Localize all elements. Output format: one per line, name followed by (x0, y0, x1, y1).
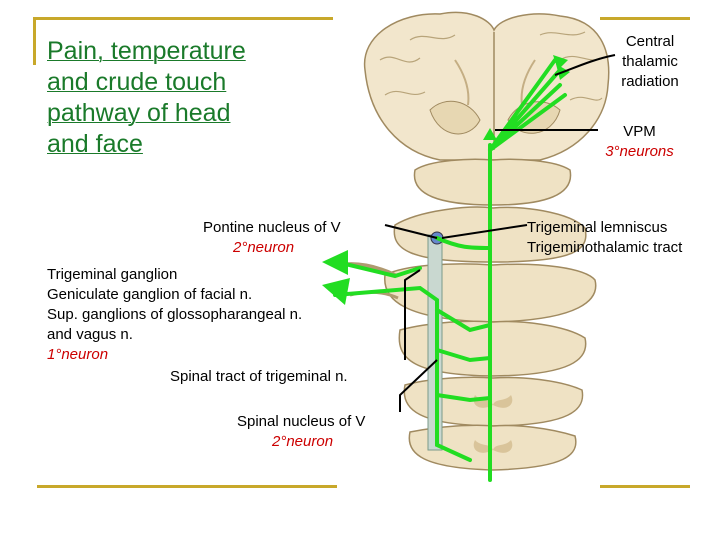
top-right-rule (600, 17, 690, 20)
label-central-thalamic-radiation: Central thalamic radiation (610, 32, 690, 92)
leader-lines (384, 54, 616, 412)
title-line-2: and crude touch (47, 68, 227, 96)
lemniscus-text: Trigeminal lemniscus (527, 219, 668, 236)
central-line-2: thalamic (622, 53, 678, 70)
title-line-3: pathway of head (47, 99, 231, 127)
trigeminothalamic-text: Trigeminothalamic tract (527, 239, 683, 256)
label-trigeminal-lemniscus: Trigeminal lemniscus Trigeminothalamic t… (527, 218, 682, 258)
bottom-right-rule (600, 485, 690, 488)
central-line-1: Central (625, 33, 675, 50)
ganglia-neuron-text: 1°neuron (47, 346, 109, 363)
central-line-3: radiation (621, 73, 679, 90)
ganglia-line-3: Sup. ganglions of glossopharangeal n. (47, 306, 303, 323)
label-pontine-nucleus: Pontine nucleus of V 2°neuron (203, 218, 341, 258)
title-line-4: and face (47, 130, 143, 158)
pontine-text: Pontine nucleus of V (203, 219, 341, 236)
title-line-1: Pain, temperature (47, 37, 246, 65)
pain-pathway (333, 58, 567, 482)
label-vpm: VPM 3°neurons (592, 122, 687, 162)
left-vertical-rule (33, 17, 36, 65)
spinal-cord-section-2 (408, 424, 577, 471)
ganglia-line-2: Geniculate ganglion of facial n. (47, 286, 253, 303)
ganglia-line-1: Trigeminal ganglion (47, 266, 178, 283)
bottom-left-rule (37, 485, 337, 488)
vpm-neuron-text: 3°neurons (605, 143, 674, 160)
ganglia-line-4: and vagus n. (47, 326, 133, 343)
slide-title: Pain, temperature and crude touch pathwa… (47, 36, 317, 160)
vpm-text: VPM (623, 123, 656, 140)
midbrain-section (413, 158, 572, 206)
medulla-lower-section (398, 320, 587, 377)
label-spinal-nucleus: Spinal nucleus of V 2°neuron (237, 412, 365, 452)
top-left-rule (33, 17, 333, 20)
spinal-tract-text: Spinal tract of trigeminal n. (170, 368, 348, 385)
label-spinal-tract: Spinal tract of trigeminal n. (170, 367, 348, 387)
label-ganglia: Trigeminal ganglion Geniculate ganglion … (47, 265, 302, 365)
pontine-neuron-text: 2°neuron (233, 239, 295, 256)
spinal-neuron-text: 2°neuron (272, 433, 334, 450)
pathway-arrowheads (322, 55, 570, 305)
spinal-nucleus-text: Spinal nucleus of V (237, 413, 366, 430)
